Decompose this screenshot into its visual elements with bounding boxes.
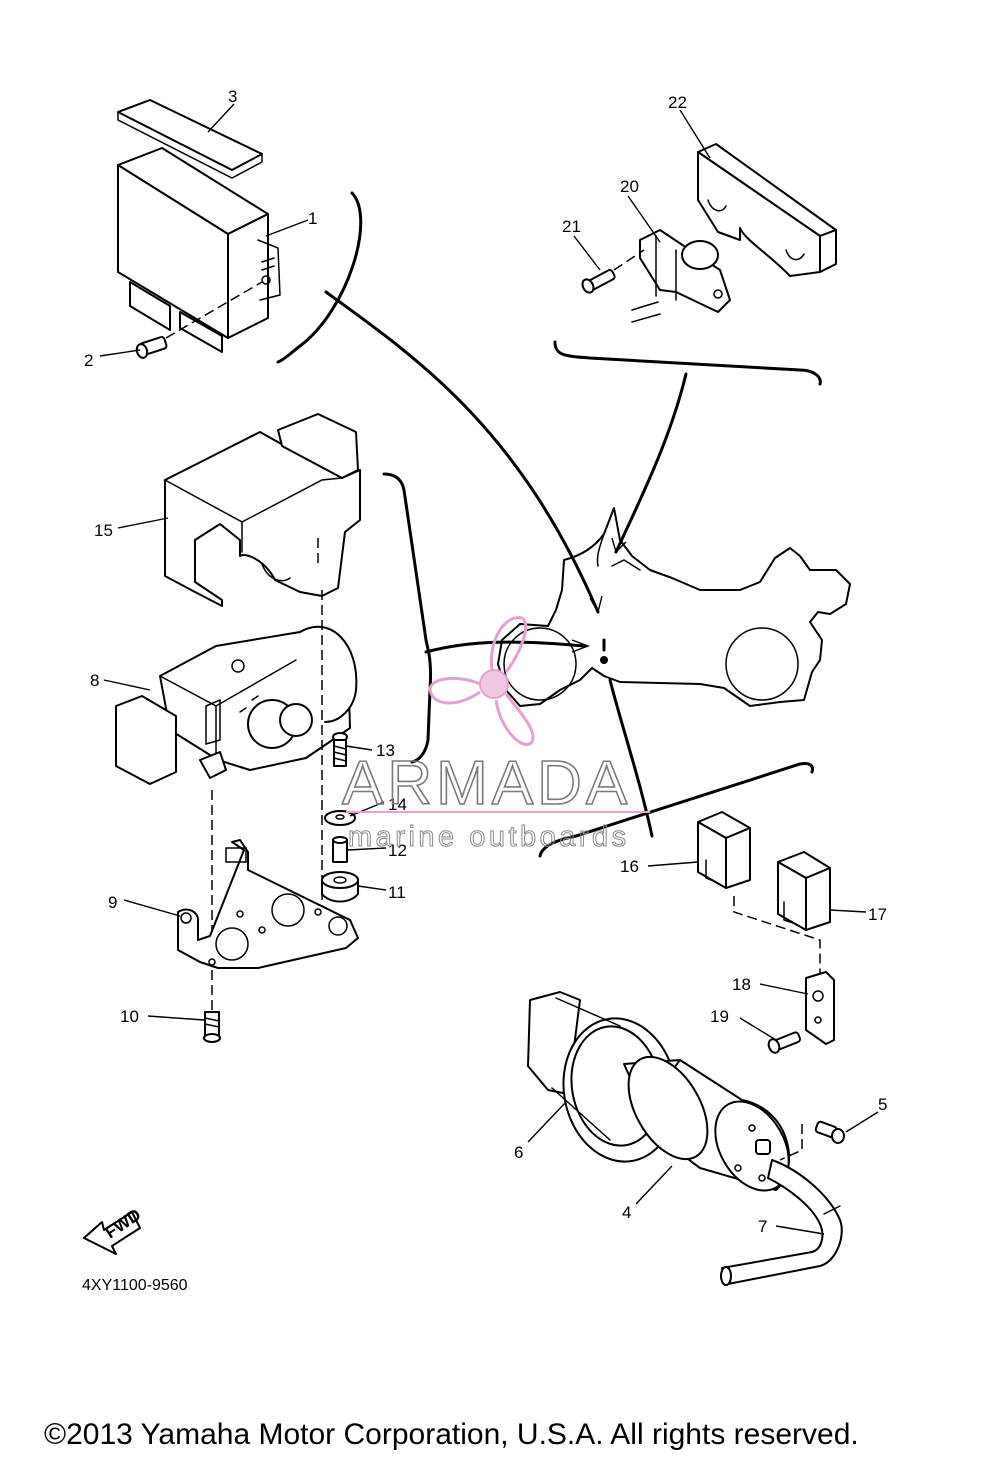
label-part-14: 14 xyxy=(388,795,407,814)
label-part-22: 22 xyxy=(668,93,687,112)
leader-lines xyxy=(99,103,879,1235)
part-5-screw xyxy=(814,1120,845,1144)
locator-line-4 xyxy=(608,678,654,838)
pump-screw-line xyxy=(779,1124,803,1161)
label-part-11: 11 xyxy=(388,883,406,902)
part-12-collar xyxy=(332,836,348,863)
watermark-tagline: marine outboards xyxy=(348,821,630,853)
label-part-10: 10 xyxy=(120,1007,139,1026)
part-15-cover xyxy=(164,413,361,607)
propeller-logo-icon xyxy=(428,616,535,746)
relay-mount-line xyxy=(733,896,821,980)
part-20-sensor xyxy=(631,229,731,323)
label-part-19: 19 xyxy=(710,1007,729,1026)
label-part-16: 16 xyxy=(620,857,639,876)
group-bracket-middle xyxy=(382,472,432,764)
label-part-12: 12 xyxy=(388,841,407,860)
part-16-relay xyxy=(697,811,751,889)
label-part-7: 7 xyxy=(758,1217,767,1236)
part-8-hydraulic-unit xyxy=(115,590,358,1010)
label-part-13: 13 xyxy=(376,741,395,760)
label-part-18: 18 xyxy=(732,975,751,994)
part-number-labels: 1 2 3 4 5 6 7 8 9 10 11 12 13 14 15 16 1… xyxy=(84,87,887,1236)
part-1-control-unit xyxy=(117,147,281,353)
part-17-relay xyxy=(777,851,831,931)
group-bracket-top-right xyxy=(553,340,822,386)
locator-line-1 xyxy=(324,290,600,614)
armada-watermark: ARMADA marine outboards xyxy=(341,616,650,854)
label-part-6: 6 xyxy=(514,1143,523,1162)
locator-line-2 xyxy=(424,640,586,654)
part-21-screw xyxy=(581,249,645,294)
group-bracket-top-left xyxy=(276,191,363,364)
part-7-hose xyxy=(720,1159,843,1286)
label-part-2: 2 xyxy=(84,351,93,370)
part-4-fuel-pump xyxy=(623,1055,790,1192)
part-9-bracket xyxy=(177,839,359,969)
group-bracket-lower-right xyxy=(538,762,814,858)
copyright-notice: ©2013 Yamaha Motor Corporation, U.S.A. A… xyxy=(44,1418,859,1451)
label-part-8: 8 xyxy=(90,671,99,690)
part-10-bolt xyxy=(203,1011,221,1043)
label-part-3: 3 xyxy=(228,87,237,106)
label-part-4: 4 xyxy=(622,1203,631,1222)
label-part-21: 21 xyxy=(562,217,581,236)
label-part-9: 9 xyxy=(108,893,117,912)
diagram-code: 4XY1100-9560 xyxy=(82,1277,188,1294)
label-part-15: 15 xyxy=(94,521,113,540)
watermark-brand: ARMADA xyxy=(342,749,631,818)
label-part-1: 1 xyxy=(308,209,317,228)
motorcycle-location-silhouette xyxy=(497,507,851,707)
part-19-screw xyxy=(767,1031,802,1054)
label-part-20: 20 xyxy=(620,177,639,196)
locator-line-3 xyxy=(614,372,688,554)
part-13-bolt xyxy=(332,732,348,767)
label-part-5: 5 xyxy=(878,1095,887,1114)
part-22-cover xyxy=(697,143,837,277)
part-2-bolt xyxy=(135,281,263,359)
part-3-pad xyxy=(117,99,263,179)
part-14-washer xyxy=(324,810,356,826)
label-part-17: 17 xyxy=(868,905,887,924)
part-11-grommet xyxy=(321,871,359,903)
part-18-bracket xyxy=(805,971,835,1045)
fwd-arrow-icon: FWD xyxy=(83,1205,144,1255)
